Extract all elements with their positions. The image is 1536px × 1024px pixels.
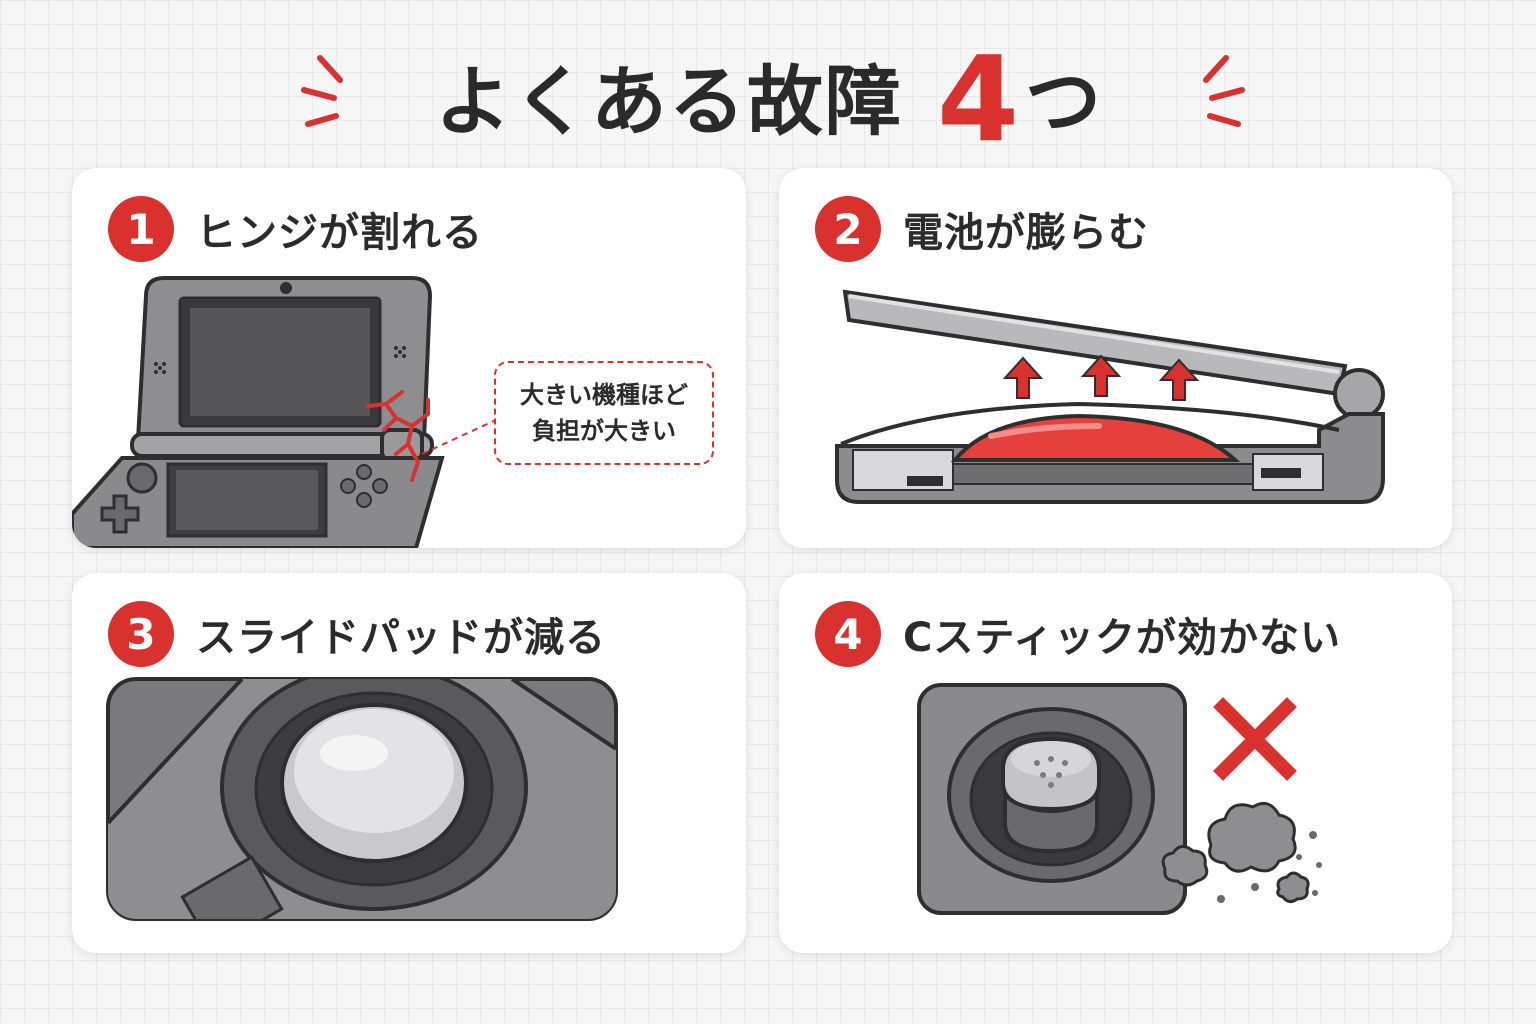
card-number-badge: 2: [815, 196, 881, 262]
card-slide-pad-wear: 3 スライドパッドが減る: [72, 573, 746, 953]
callout-line-1: 大きい機種ほど: [520, 381, 688, 409]
card-number-badge: 1: [108, 196, 174, 262]
card-title: スライドパッドが減る: [196, 615, 606, 661]
card-3-heading: 3 スライドパッドが減る: [108, 599, 606, 669]
c-stick-illustration: [917, 683, 1322, 915]
battery-cross-section-illustration: [835, 289, 1385, 504]
handheld-console-illustration: [72, 276, 497, 548]
card-c-stick-failure: 4 Cスティックが効かない: [779, 573, 1452, 953]
headline-number: 4: [936, 30, 1020, 168]
crack-icon: [366, 390, 430, 482]
card-title: 電池が膨らむ: [903, 210, 1149, 256]
card-battery-swelling: 2 電池が膨らむ: [779, 168, 1452, 548]
card-hinge-crack: 1 ヒンジが割れる 大きい機種ほど 負担が大きい: [72, 168, 746, 548]
card-1-heading: 1 ヒンジが割れる: [108, 194, 483, 264]
dust-cloud-icon: [1161, 801, 1310, 904]
callout-line-2: 負担が大きい: [532, 417, 676, 445]
cross-icon: [1213, 697, 1297, 781]
page-headline: よくある故障 4 つ: [0, 40, 1536, 158]
card-number-badge: 4: [815, 601, 881, 667]
slide-pad-illustration: [106, 677, 618, 921]
headline-text: よくある故障: [434, 57, 903, 146]
card-title: ヒンジが割れる: [196, 210, 483, 256]
hinge-callout: 大きい機種ほど 負担が大きい: [494, 361, 714, 465]
up-arrow-icon: [1002, 354, 1200, 401]
burst-right-icon: [1203, 55, 1245, 127]
headline-suffix: つ: [1025, 57, 1102, 146]
card-number-badge: 3: [108, 601, 174, 667]
card-4-heading: 4 Cスティックが効かない: [815, 599, 1341, 669]
card-title: Cスティックが効かない: [903, 615, 1341, 661]
card-2-heading: 2 電池が膨らむ: [815, 194, 1149, 264]
burst-left-icon: [301, 55, 343, 127]
